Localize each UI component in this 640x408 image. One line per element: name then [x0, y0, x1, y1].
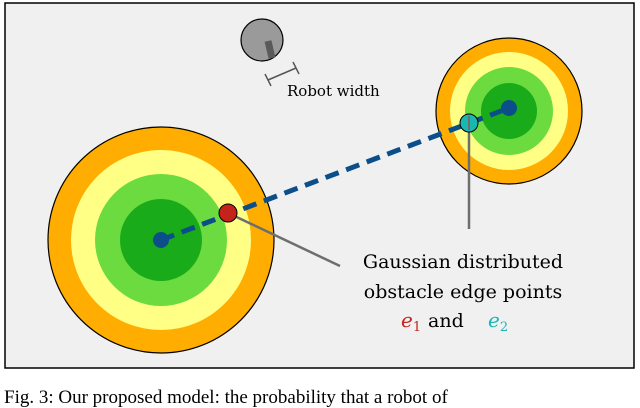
- annotation-line-3: e1 and e2: [401, 308, 508, 335]
- e2-label: e2: [488, 308, 508, 335]
- robot-heading-bar: [264, 40, 276, 59]
- e1-label: e1: [401, 308, 421, 335]
- figure-caption: Fig. 3: Our proposed model: the probabil…: [4, 387, 448, 408]
- robot-width-label: Robot width: [287, 82, 380, 100]
- annotation-line-2: obstacle edge points: [364, 281, 562, 303]
- center-connecting-path: [160, 105, 510, 243]
- robot-width-marker: [264, 61, 300, 87]
- robot-body: [240, 18, 284, 62]
- leader-line-e1: [227, 211, 341, 268]
- obstacle-right-center: [501, 100, 517, 116]
- e1-subscript: 1: [413, 320, 421, 335]
- e2-subscript: 2: [500, 320, 508, 335]
- annotation-line-1: Gaussian distributed: [363, 251, 563, 273]
- robot: [240, 18, 284, 62]
- edge-point-e1: [218, 203, 238, 223]
- and-word: and: [428, 310, 464, 332]
- obstacle-left-center: [153, 232, 169, 248]
